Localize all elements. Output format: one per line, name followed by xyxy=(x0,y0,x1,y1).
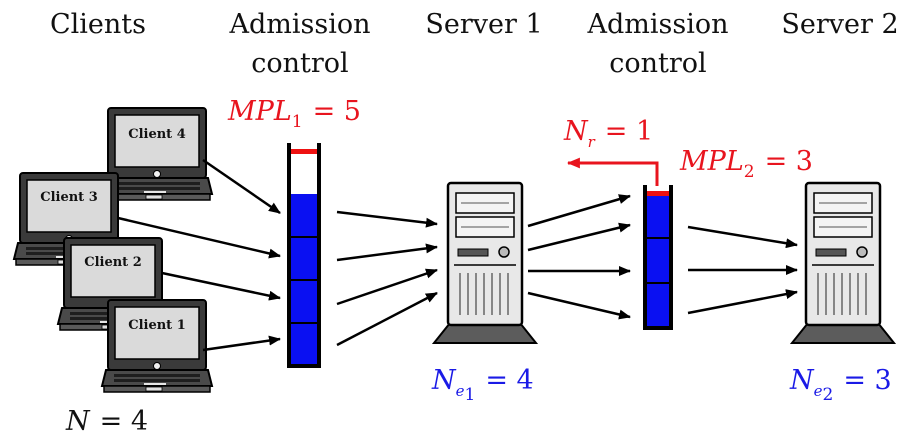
queue-icon xyxy=(287,143,321,368)
queue-icon xyxy=(643,185,673,330)
queue-2 xyxy=(643,185,673,330)
queue-limit-mark xyxy=(289,149,319,154)
header-admission-2-line2: control xyxy=(609,48,706,79)
arrow-icon xyxy=(117,216,281,259)
arrow-icon xyxy=(336,210,438,228)
ne1-label: Ne1= 4 xyxy=(431,365,534,405)
ne2-label: Ne2= 3 xyxy=(789,365,892,405)
header-admission-2-line1: Admission xyxy=(586,9,728,40)
reject-arrow xyxy=(566,157,659,186)
laptop-icon xyxy=(101,299,213,393)
queue-limit-mark xyxy=(645,191,671,196)
server-tower-icon xyxy=(790,181,896,345)
arrow-icon xyxy=(161,271,281,301)
arrow-icon xyxy=(687,289,798,315)
arrow-icon xyxy=(336,243,438,262)
mpl1-label: MPL1= 5 xyxy=(227,96,361,132)
queue-tube xyxy=(643,185,673,330)
nr-label: Nr= 1 xyxy=(563,116,653,151)
queue-1 xyxy=(287,143,321,368)
header-server-1: Server 1 xyxy=(425,9,542,40)
arrow-icon xyxy=(336,291,438,347)
arrow-icon xyxy=(527,291,631,320)
arrow-icon xyxy=(527,222,631,252)
header-admission-1-line1: Admission xyxy=(228,9,370,40)
arrow-icon xyxy=(202,335,281,352)
client-4-label: Client 4 xyxy=(128,127,186,142)
arrow-icon xyxy=(202,158,281,215)
header-admission-1-line2: control xyxy=(251,48,348,79)
header-clients: Clients xyxy=(50,9,146,40)
mpl2-label: MPL2= 3 xyxy=(679,146,813,182)
queue-fill xyxy=(645,193,671,328)
client-3-label: Client 3 xyxy=(40,190,98,205)
arrow-icon xyxy=(336,268,438,306)
client-1-label: Client 1 xyxy=(128,318,186,333)
n-total-label: N= 4 xyxy=(65,406,148,437)
server-tower-icon xyxy=(432,181,538,345)
client-2-label: Client 2 xyxy=(84,255,142,270)
queue-tube xyxy=(287,143,321,368)
arrow-icon xyxy=(687,225,798,249)
arrow-icon xyxy=(527,194,631,228)
header-server-2: Server 2 xyxy=(781,9,898,40)
